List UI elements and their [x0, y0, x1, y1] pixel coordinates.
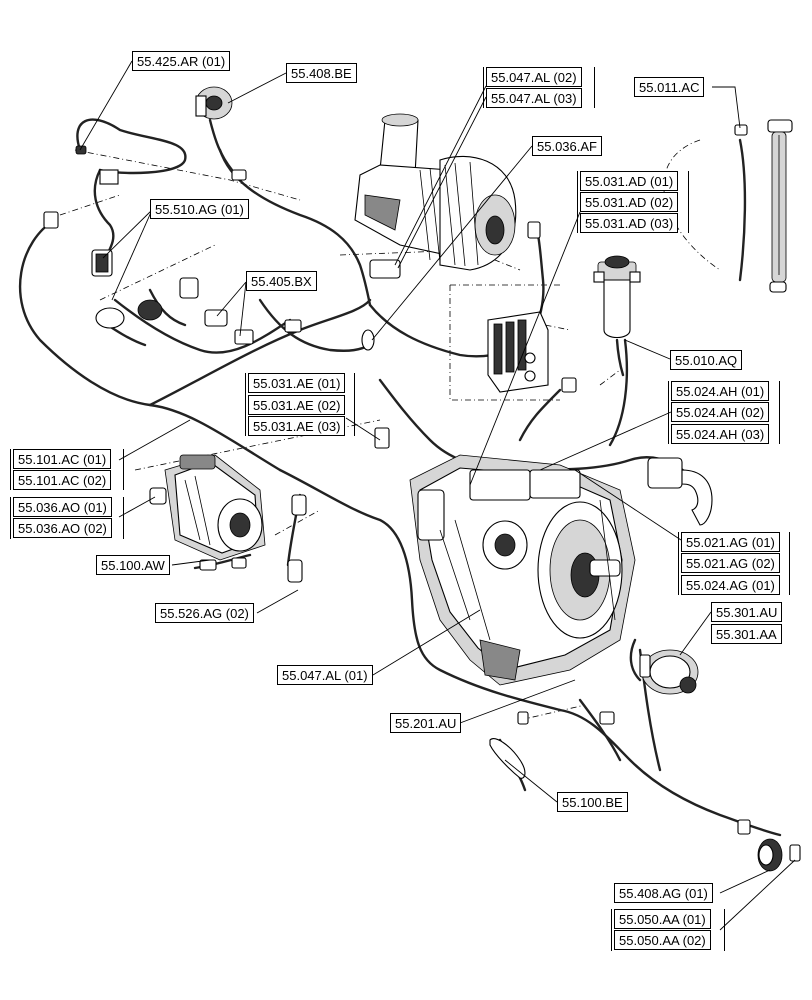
callout-55-405-bx[interactable]: 55.405.BX [246, 271, 317, 291]
callout-55-425-ar-01[interactable]: 55.425.AR (01) [132, 51, 231, 71]
callout-55-036-ao-02[interactable]: 55.036.AO (02) [13, 518, 112, 538]
callout-55-047-al-01[interactable]: 55.047.AL (01) [277, 665, 373, 685]
callout-55-031-ad-01[interactable]: 55.031.AD (01) [580, 171, 679, 191]
callout-55-100-aw[interactable]: 55.100.AW [96, 555, 170, 575]
speed-sensor-bottom [737, 819, 801, 872]
callout-55-408-be[interactable]: 55.408.BE [286, 63, 357, 83]
connector-425-ar [75, 145, 87, 155]
callout-55-047-al-03[interactable]: 55.047.AL (03) [486, 88, 582, 108]
transmission-assembly [409, 454, 636, 686]
callout-55-031-ad-03[interactable]: 55.031.AD (03) [580, 213, 679, 233]
callout-55-101-ac-01[interactable]: 55.101.AC (01) [13, 449, 112, 469]
callout-55-021-ag-01[interactable]: 55.021.AG (01) [681, 532, 780, 552]
fuel-filter [593, 255, 641, 377]
callout-55-031-ad-02[interactable]: 55.031.AD (02) [580, 192, 679, 212]
callout-55-036-af[interactable]: 55.036.AF [532, 136, 602, 156]
callout-55-010-aq[interactable]: 55.010.AQ [670, 350, 743, 370]
control-valve-block [487, 311, 549, 393]
callout-55-050-aa-01[interactable]: 55.050.AA (01) [614, 909, 711, 929]
leader-lines [79, 60, 796, 931]
callout-55-510-ag-01[interactable]: 55.510.AG (01) [150, 199, 249, 219]
callout-55-021-ag-02[interactable]: 55.021.AG (02) [681, 553, 780, 573]
callout-55-024-ag-01[interactable]: 55.024.AG (01) [681, 575, 780, 595]
callout-55-100-be[interactable]: 55.100.BE [557, 792, 628, 812]
callout-55-050-aa-02[interactable]: 55.050.AA (02) [614, 930, 711, 950]
callout-55-047-al-02[interactable]: 55.047.AL (02) [486, 67, 582, 87]
callout-55-036-ao-01[interactable]: 55.036.AO (01) [13, 497, 112, 517]
callout-55-201-au[interactable]: 55.201.AU [390, 713, 462, 733]
callout-55-024-ah-02[interactable]: 55.024.AH (02) [671, 402, 770, 422]
fuel-level-sender [767, 119, 793, 293]
callout-55-011-ac[interactable]: 55.011.AC [634, 77, 705, 97]
callout-55-301-au[interactable]: 55.301.AU [711, 602, 783, 622]
hydraulic-pump [149, 454, 266, 561]
callout-55-031-ae-03[interactable]: 55.031.AE (03) [248, 416, 346, 436]
connector-block-right [647, 457, 683, 489]
callout-55-024-ah-03[interactable]: 55.024.AH (03) [671, 424, 770, 444]
callout-55-526-ag-02[interactable]: 55.526.AG (02) [155, 603, 254, 623]
callout-55-101-ac-02[interactable]: 55.101.AC (02) [13, 470, 112, 490]
callout-55-408-ag-01[interactable]: 55.408.AG (01) [614, 883, 713, 903]
alternator [629, 638, 699, 695]
callout-55-031-ae-02[interactable]: 55.031.AE (02) [248, 395, 346, 415]
air-cleaner-assembly [354, 113, 517, 271]
speed-sensor-top [195, 86, 234, 172]
connectors [43, 124, 748, 725]
callout-55-301-aa[interactable]: 55.301.AA [711, 624, 782, 644]
callout-55-024-ah-01[interactable]: 55.024.AH (01) [671, 381, 770, 401]
callout-55-031-ae-01[interactable]: 55.031.AE (01) [248, 373, 346, 393]
